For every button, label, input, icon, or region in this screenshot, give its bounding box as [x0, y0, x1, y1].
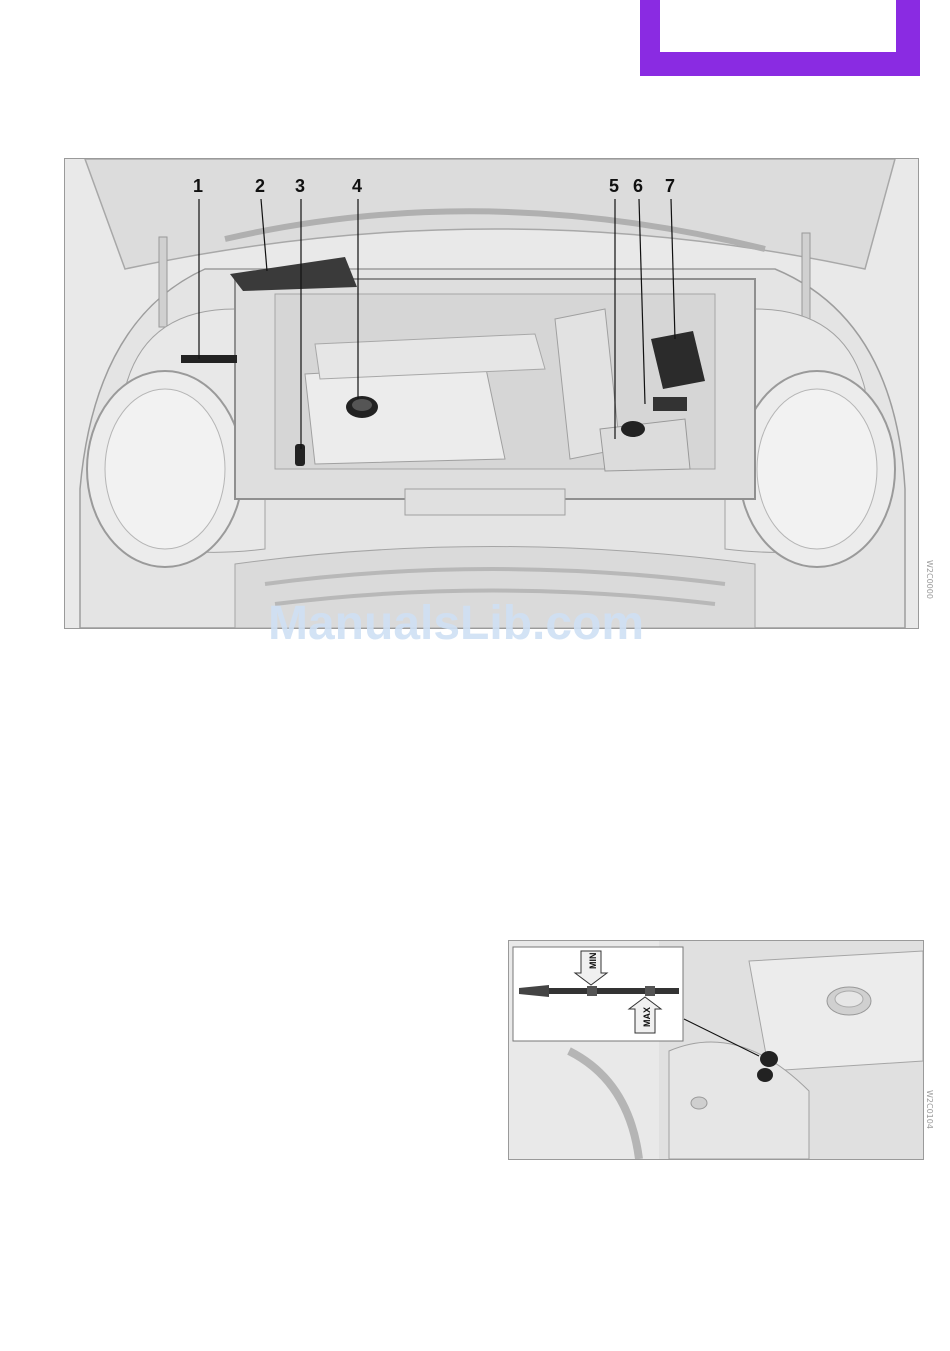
watermark: ManualsLib.com	[268, 596, 644, 651]
dipstick-min-label: MIN	[586, 955, 600, 969]
callout-2: 2	[255, 176, 265, 197]
callout-7: 7	[665, 176, 675, 197]
figure-code-dipstick: W2C0104	[925, 1090, 934, 1129]
section-tab-marker	[640, 0, 920, 76]
engine-compartment-illustration	[65, 159, 918, 628]
dipstick-max-label: MAX	[640, 1013, 654, 1027]
dipstick-detail-figure: MIN MAX	[508, 940, 924, 1160]
dipstick-detail-illustration	[509, 941, 923, 1159]
callout-4: 4	[352, 176, 362, 197]
figure-code-main: W2C0000	[925, 560, 934, 599]
callout-6: 6	[633, 176, 643, 197]
callout-3: 3	[295, 176, 305, 197]
callout-1: 1	[193, 176, 203, 197]
engine-compartment-figure: 1 2 3 4 5 6 7	[64, 158, 919, 629]
section-tab-marker-inner	[660, 0, 896, 52]
callout-5: 5	[609, 176, 619, 197]
